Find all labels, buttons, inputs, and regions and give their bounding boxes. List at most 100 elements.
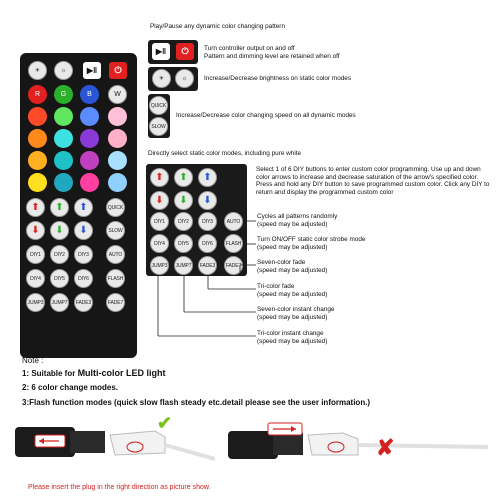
play-pause-button[interactable]: ▶‖	[152, 43, 170, 60]
play-pause-button[interactable]: ▶‖	[83, 62, 101, 79]
color-button[interactable]	[28, 129, 47, 148]
jump7-button[interactable]: JUMP7	[174, 256, 193, 275]
red-button[interactable]: R	[28, 85, 47, 104]
fade7-label: FADE7	[225, 262, 242, 269]
red-up-button[interactable]: ⬆	[26, 198, 45, 217]
color-button[interactable]	[54, 173, 73, 192]
brightness-up-button[interactable]: ☀	[152, 69, 171, 88]
color-button[interactable]	[108, 107, 127, 126]
cross-icon: ✘	[376, 435, 395, 460]
brightness-down-button[interactable]: ☼	[175, 69, 194, 88]
jump3-description-subline: (speed may be adjusted)	[257, 337, 328, 345]
jump3-button[interactable]: JUMP3	[150, 256, 169, 275]
diy6-button[interactable]: DIY6	[198, 234, 217, 253]
diy5-label: DIY5	[54, 275, 65, 282]
auto-button[interactable]: AUTO	[224, 212, 243, 231]
fade3-description-subline: (speed may be adjusted)	[257, 290, 328, 298]
diy1-label: DIY1	[30, 251, 41, 258]
diy1-button[interactable]: DIY1	[26, 245, 45, 264]
diy2-label: DIY2	[178, 218, 189, 225]
diy4-button[interactable]: DIY4	[26, 269, 45, 288]
power-button[interactable]: ⏻	[109, 62, 127, 79]
red-up-button[interactable]: ⬆	[150, 168, 169, 187]
diy2-button[interactable]: DIY2	[50, 245, 69, 264]
power-button[interactable]: ⏻	[176, 43, 194, 60]
power-description: Turn controller output on and off Patter…	[204, 45, 464, 60]
wrong-plug-illustration: ✘	[228, 417, 489, 467]
green-down-button[interactable]: ⬇	[50, 221, 69, 240]
color-button[interactable]	[28, 107, 47, 126]
color-button[interactable]	[80, 107, 99, 126]
diy6-button[interactable]: DIY6	[74, 269, 93, 288]
green-label: G	[60, 91, 67, 98]
green-up-button[interactable]: ⬆	[50, 198, 69, 217]
arrow-down-icon: ⬇	[155, 195, 164, 206]
blue-up-button[interactable]: ⬆	[198, 168, 217, 187]
correct-plug-illustration: ✔	[15, 413, 216, 467]
red-down-button[interactable]: ⬇	[150, 191, 169, 210]
power-icon: ⏻	[181, 46, 189, 56]
arrow-up-icon: ⬆	[155, 172, 164, 183]
jump3-button[interactable]: JUMP3	[26, 293, 45, 312]
color-button[interactable]	[108, 129, 127, 148]
color-button[interactable]	[80, 173, 99, 192]
diy2-button[interactable]: DIY2	[174, 212, 193, 231]
slow-button[interactable]: SLOW	[149, 117, 168, 136]
quick-button[interactable]: QUICK	[149, 96, 168, 115]
jump7-description-subline: (speed may be adjusted)	[257, 313, 328, 321]
color-button[interactable]	[54, 129, 73, 148]
diy4-label: DIY4	[154, 240, 165, 247]
brightness-panel: ☀ ☼	[148, 67, 198, 91]
auto-label: AUTO	[226, 218, 241, 225]
white-button[interactable]: W	[108, 85, 127, 104]
fade7-button[interactable]: FADE7	[106, 293, 125, 312]
brightness-description: Increase/Decrease brightness on static c…	[204, 75, 352, 82]
note-heading: Note :	[22, 356, 44, 365]
arrow-down-icon: ⬇	[179, 195, 188, 206]
diy5-button[interactable]: DIY5	[50, 269, 69, 288]
green-button[interactable]: G	[54, 85, 73, 104]
green-up-button[interactable]: ⬆	[174, 168, 193, 187]
color-button[interactable]	[28, 151, 47, 170]
blue-button[interactable]: B	[80, 85, 99, 104]
flash-button[interactable]: FLASH	[106, 269, 125, 288]
flash-button[interactable]: FLASH	[224, 234, 243, 253]
color-button[interactable]	[108, 151, 127, 170]
color-button[interactable]	[28, 173, 47, 192]
diy5-button[interactable]: DIY5	[174, 234, 193, 253]
green-down-button[interactable]: ⬇	[174, 191, 193, 210]
footer-instruction: Please insert the plug in the right dire…	[28, 484, 211, 491]
red-label: R	[34, 91, 41, 98]
fade3-button[interactable]: FADE3	[198, 256, 217, 275]
brightness-up-button[interactable]: ☀	[28, 61, 47, 80]
color-button[interactable]	[54, 151, 73, 170]
diy3-button[interactable]: DIY3	[74, 245, 93, 264]
color-button[interactable]	[80, 129, 99, 148]
auto-button[interactable]: AUTO	[106, 245, 125, 264]
fade3-description-line: Tri-color fade	[257, 283, 295, 290]
diy3-label: DIY3	[78, 251, 89, 258]
color-button[interactable]	[108, 173, 127, 192]
quick-label: QUICK	[107, 204, 124, 211]
brightness-down-button[interactable]: ☼	[54, 61, 73, 80]
diy6-label: DIY6	[78, 275, 89, 282]
color-button[interactable]	[54, 107, 73, 126]
fade7-label: FADE7	[107, 299, 124, 306]
diy3-button[interactable]: DIY3	[198, 212, 217, 231]
quick-button[interactable]: QUICK	[106, 198, 125, 217]
diy4-button[interactable]: DIY4	[150, 234, 169, 253]
arrow-up-icon: ⬆	[31, 202, 40, 213]
diy1-button[interactable]: DIY1	[150, 212, 169, 231]
diy4-label: DIY4	[30, 275, 41, 282]
slow-button[interactable]: SLOW	[106, 221, 125, 240]
blue-down-button[interactable]: ⬇	[74, 221, 93, 240]
blue-down-button[interactable]: ⬇	[198, 191, 217, 210]
jump7-button[interactable]: JUMP7	[50, 293, 69, 312]
jump7-label: JUMP7	[51, 299, 68, 306]
red-down-button[interactable]: ⬇	[26, 221, 45, 240]
fade3-button[interactable]: FADE3	[74, 293, 93, 312]
color-button[interactable]	[80, 151, 99, 170]
blue-up-button[interactable]: ⬆	[74, 198, 93, 217]
fade7-button[interactable]: FADE7	[224, 256, 243, 275]
jump3-description: Tri-color instant change (speed may be a…	[257, 330, 457, 345]
